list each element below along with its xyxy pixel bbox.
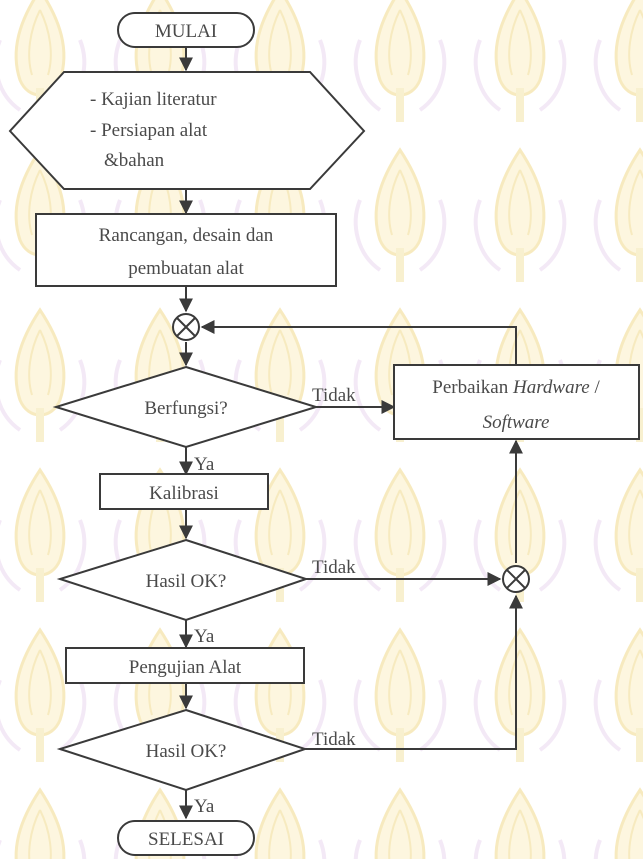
calibration-label: Kalibrasi xyxy=(149,483,219,504)
prep-line-2: - Persiapan alat xyxy=(90,120,208,141)
merge-junction-icon xyxy=(172,313,200,341)
label-tidak-2: Tidak xyxy=(312,557,356,578)
design-line-1: Rancangan, desain dan xyxy=(99,225,274,246)
label-tidak-3: Tidak xyxy=(312,729,356,750)
testing-label: Pengujian Alat xyxy=(129,657,242,678)
repair-line1-prefix: Perbaikan xyxy=(432,377,513,398)
repair-line1-suffix: / xyxy=(590,377,601,398)
arrow-result2-to-junction2 xyxy=(305,594,523,750)
label-ya-3: Ya xyxy=(194,796,215,817)
decision-result-1: Hasil OK? xyxy=(56,538,310,622)
decision-result-2: Hasil OK? xyxy=(56,708,309,792)
label-ya-1: Ya xyxy=(194,454,215,475)
start-terminal: MULAI xyxy=(117,12,255,48)
repair-process-box: Perbaikan Hardware / Software xyxy=(393,364,640,440)
prep-line-1: - Kajian literatur xyxy=(90,89,217,110)
connectors xyxy=(179,47,523,820)
end-label: SELESAI xyxy=(148,829,224,850)
testing-box: Pengujian Alat xyxy=(65,647,305,684)
prep-line-3: &bahan xyxy=(104,150,165,171)
calibration-box: Kalibrasi xyxy=(99,473,269,510)
merge-junction-icon-2 xyxy=(502,565,530,593)
design-line-2: pembuatan alat xyxy=(128,258,244,279)
label-tidak-1: Tidak xyxy=(312,385,356,406)
design-process-box: Rancangan, desain dan pembuatan alat xyxy=(35,213,337,287)
start-label: MULAI xyxy=(155,21,217,42)
decision-result-2-label: Hasil OK? xyxy=(146,741,227,762)
end-terminal: SELESAI xyxy=(117,820,255,856)
label-ya-2: Ya xyxy=(194,626,215,647)
decision-function-label: Berfungsi? xyxy=(144,398,227,419)
arrow-repair-to-junction xyxy=(200,320,517,365)
decision-function: Berfungsi? xyxy=(52,365,320,449)
repair-line-2: Software xyxy=(483,412,550,433)
preparation-box: - Kajian literatur - Persiapan alat &bah… xyxy=(8,71,366,190)
repair-line1-italic: Hardware xyxy=(512,377,590,398)
repair-line-1: Perbaikan Hardware / xyxy=(432,377,600,398)
decision-result-1-label: Hasil OK? xyxy=(146,571,227,592)
